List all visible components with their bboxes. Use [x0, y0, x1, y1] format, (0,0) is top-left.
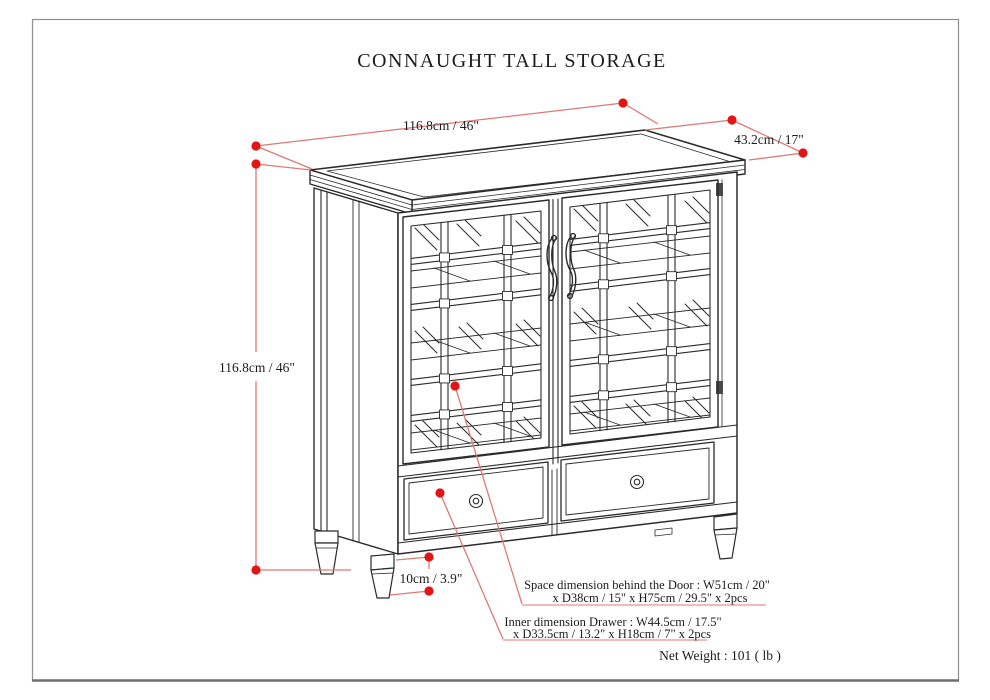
right-drawer: [560, 441, 715, 522]
left-drawer: [403, 461, 549, 541]
label-depth: 43.2cm / 17": [734, 132, 804, 147]
left-door-handle: [546, 234, 558, 302]
label-height: 116.8cm / 46": [219, 360, 295, 375]
label-top-width: 116.8cm / 46": [403, 118, 479, 133]
page-border: [31, 18, 960, 682]
left-door-glass-glints: [414, 216, 541, 448]
right-door-muntin-joints: [598, 225, 677, 401]
note-net-weight: Net Weight : 101 ( lb ): [659, 648, 781, 663]
cabinet-drawing: [309, 129, 746, 599]
left-door-muntin-joints: [439, 244, 513, 420]
right-door-handle: [565, 232, 577, 300]
hinge-bottom: [716, 381, 723, 394]
right-door-glass-glints: [573, 196, 710, 429]
dimension-dots: [251, 98, 808, 596]
cabinet-left-side: [313, 187, 399, 555]
note-drawer-line2: x D33.5cm / 13.2" x H18cm / 7" x 2pcs: [513, 627, 711, 641]
drawer-leader: [439, 492, 504, 640]
cabinet-front-face: [397, 171, 738, 555]
left-drawer-knob: [468, 493, 484, 509]
right-door-shelves: [570, 235, 710, 432]
left-door: [402, 199, 550, 465]
note-door-space-line2: x D38cm / 15" x H75cm / 29.5" x 2pcs: [553, 591, 748, 605]
right-door: [561, 179, 719, 446]
dimension-lines: [255, 102, 804, 641]
right-drawer-knob: [629, 474, 645, 490]
hinge-top: [716, 183, 723, 196]
label-leg-height: 10cm / 3.9": [400, 571, 463, 586]
page-title: CONNAUGHT TALL STORAGE: [357, 50, 667, 72]
door-space-leader: [454, 385, 523, 605]
note-drawer-line1: Inner dimension Drawer : W44.5cm / 17.5": [504, 615, 721, 629]
cabinet-legs: [314, 513, 738, 599]
note-door-space-line1: Space dimension behind the Door : W51cm …: [524, 578, 770, 592]
